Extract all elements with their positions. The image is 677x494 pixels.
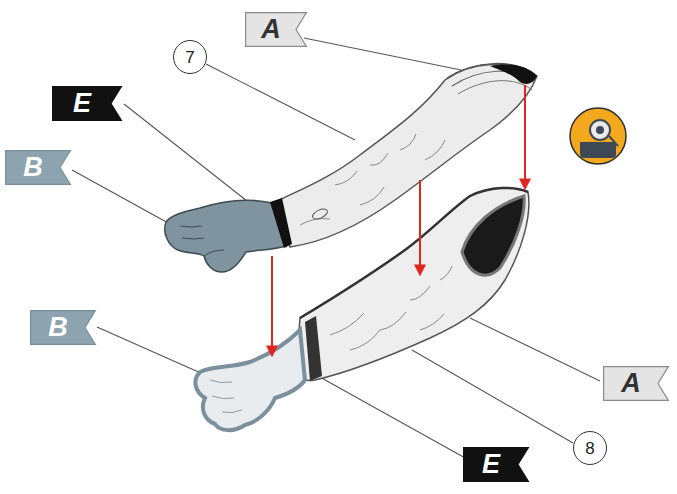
callout-circle: 7: [173, 40, 207, 74]
letter-flag: B: [5, 150, 71, 185]
flag-letter: A: [261, 16, 281, 43]
assembly-arrows: [272, 85, 525, 355]
flag-letter: E: [482, 451, 500, 478]
letter-flag: E: [463, 447, 529, 482]
flag-letter: E: [73, 90, 91, 117]
letter-flag: A: [245, 12, 307, 47]
callout-number: 8: [585, 440, 594, 457]
letter-flag: A: [603, 366, 669, 401]
letter-flag: B: [30, 310, 96, 345]
flag-letter: B: [48, 314, 68, 341]
flag-letter: A: [621, 370, 641, 397]
flag-letter: B: [23, 154, 43, 181]
inner-arm: [195, 188, 528, 430]
callout-number: 7: [185, 49, 194, 66]
leader-lines: [72, 38, 600, 459]
tape-icon: [570, 108, 626, 164]
callout-circle: 8: [573, 431, 607, 465]
letter-flag: E: [52, 86, 122, 121]
